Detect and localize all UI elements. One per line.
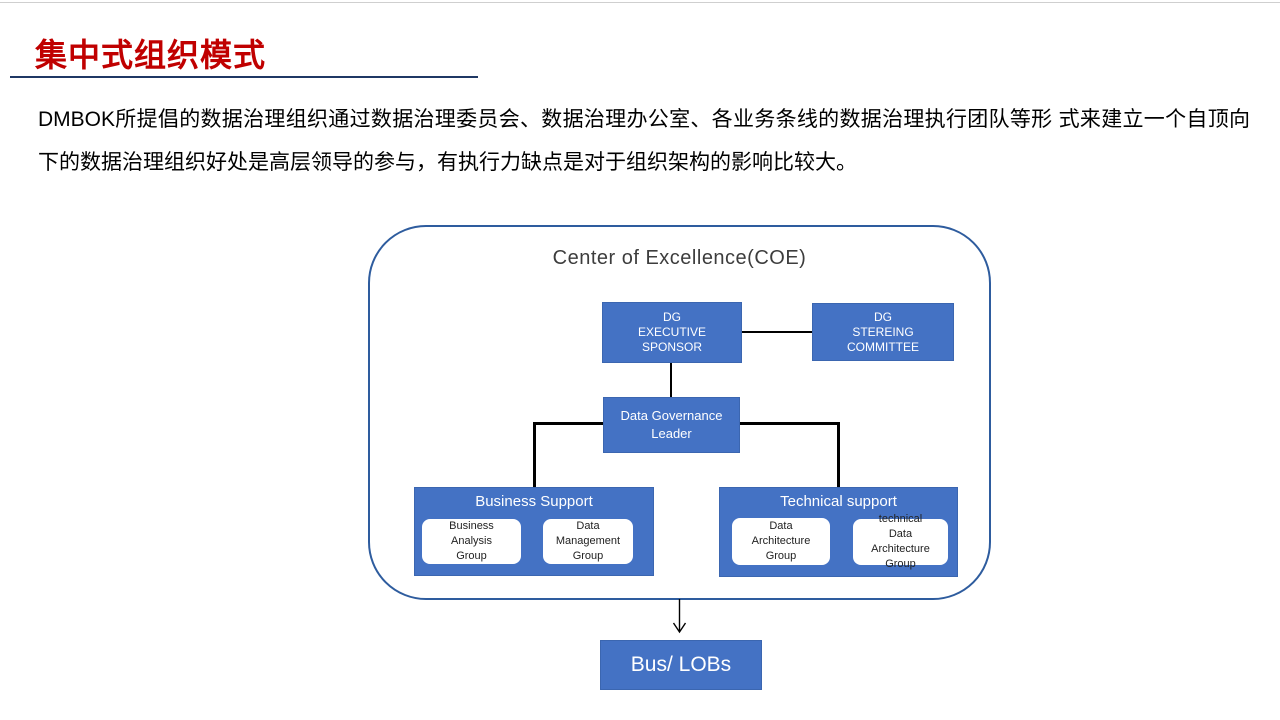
node-data-governance-leader: Data Governance Leader: [603, 397, 740, 453]
node-business-analysis-group: Business Analysis Group: [422, 519, 521, 564]
business-support-label: Business Support: [475, 493, 593, 510]
connector-sponsor-leader: [670, 363, 672, 397]
connector-sponsor-committee: [742, 331, 812, 333]
page-title: 集中式组织模式: [35, 37, 267, 73]
intro-paragraph: DMBOK所提倡的数据治理组织通过数据治理委员会、数据治理办公室、各业务条线的数…: [38, 108, 1250, 174]
node-technical-data-architecture-group: technical Data Architecture Group: [853, 513, 948, 570]
connector-leader-technical-horizontal: [740, 422, 840, 425]
connector-leader-technical-vertical: [837, 422, 840, 487]
connector-leader-business-vertical: [533, 422, 536, 487]
node-dg-steering-committee: DG STEREING COMMITTEE: [812, 303, 954, 361]
node-dg-executive-sponsor: DG EXECUTIVE SPONSOR: [602, 302, 742, 363]
technical-support-label: Technical support: [780, 493, 897, 510]
slide-top-border: [0, 2, 1280, 3]
node-bus-lobs: Bus/ LOBs: [600, 640, 762, 690]
node-data-architecture-group: Data Architecture Group: [732, 518, 830, 565]
coe-title: Center of Excellence(COE): [552, 247, 807, 269]
down-arrow-icon: [672, 599, 687, 634]
connector-leader-business-horizontal: [533, 422, 605, 425]
title-underline: [10, 76, 478, 78]
node-data-management-group: Data Management Group: [543, 519, 633, 564]
